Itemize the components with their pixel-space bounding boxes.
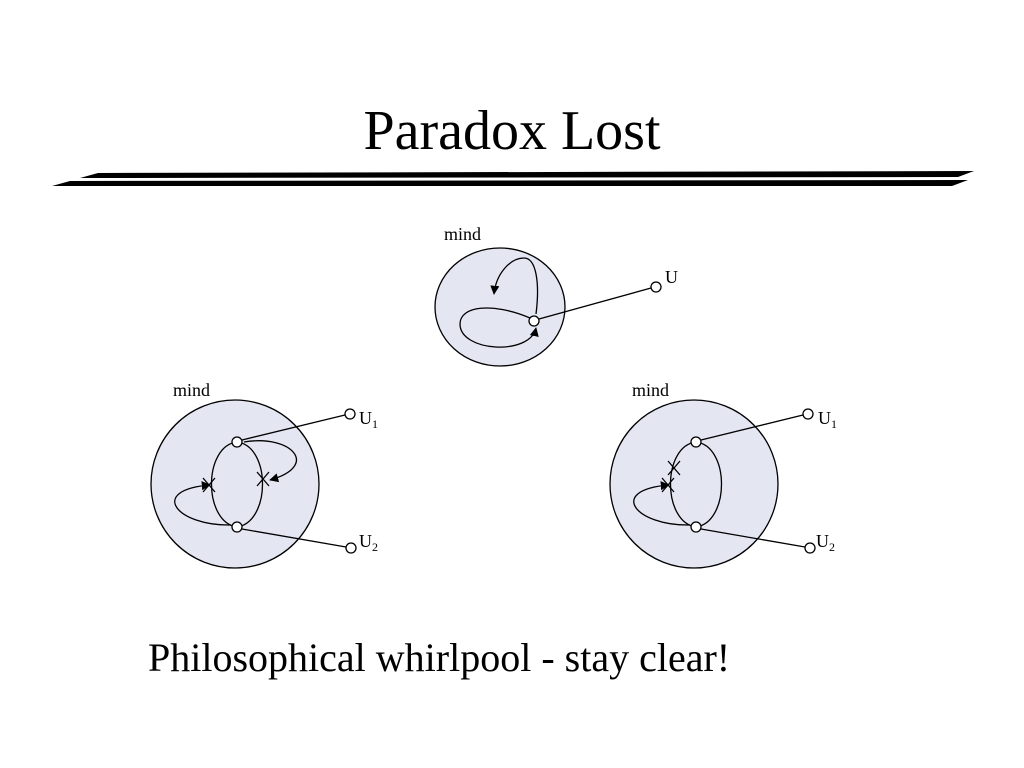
slide-title: Paradox Lost [363,100,661,162]
title-rule-upper [80,171,974,178]
cross-mark-left [202,477,216,493]
bottom-node [690,521,702,533]
link-to-u2 [241,528,347,548]
u-node [650,281,662,293]
cross-mark-lower [661,477,675,493]
u2-label: U2 [359,531,378,554]
slide-caption: Philosophical whirlpool - stay clear! [148,635,731,680]
link-to-u2 [700,528,806,548]
diagram-top: mind U [434,224,678,367]
mind-circle [609,399,779,569]
cross-mark-right [256,471,270,487]
mind-circle [150,399,320,569]
top-node [231,436,243,448]
loop-right-arc [695,441,722,528]
loop-right-arc [236,441,263,528]
outer-arrow-left [174,481,232,526]
u2-label: U2 [816,531,835,554]
loop-left-arc [670,441,697,528]
diagram-right: mind U1 U2 [609,380,837,569]
u1-label: U1 [359,408,378,431]
title-rule-lower [52,180,968,186]
u1-label: U1 [818,408,837,431]
cross-mark-upper [667,460,681,476]
u2-node [804,542,816,554]
mind-circle [434,247,566,367]
u2-node [345,542,357,554]
diagram-left: mind U1 U2 [150,380,378,569]
mind-label: mind [173,380,210,400]
u1-node [344,408,356,420]
link-to-u1 [700,414,804,441]
top-node [690,436,702,448]
link-to-u [538,287,652,320]
u1-node [802,408,814,420]
mind-label: mind [632,380,669,400]
link-to-u1 [241,414,346,441]
loop-left-arc [211,441,238,528]
reflexive-arrow [490,257,539,315]
outer-arrow-right [243,440,297,483]
mind-label: mind [444,224,481,244]
self-loop [459,307,539,348]
bottom-node [231,521,243,533]
outer-arrow-left [633,481,691,526]
inner-node [528,315,540,327]
u-label: U [665,267,678,287]
